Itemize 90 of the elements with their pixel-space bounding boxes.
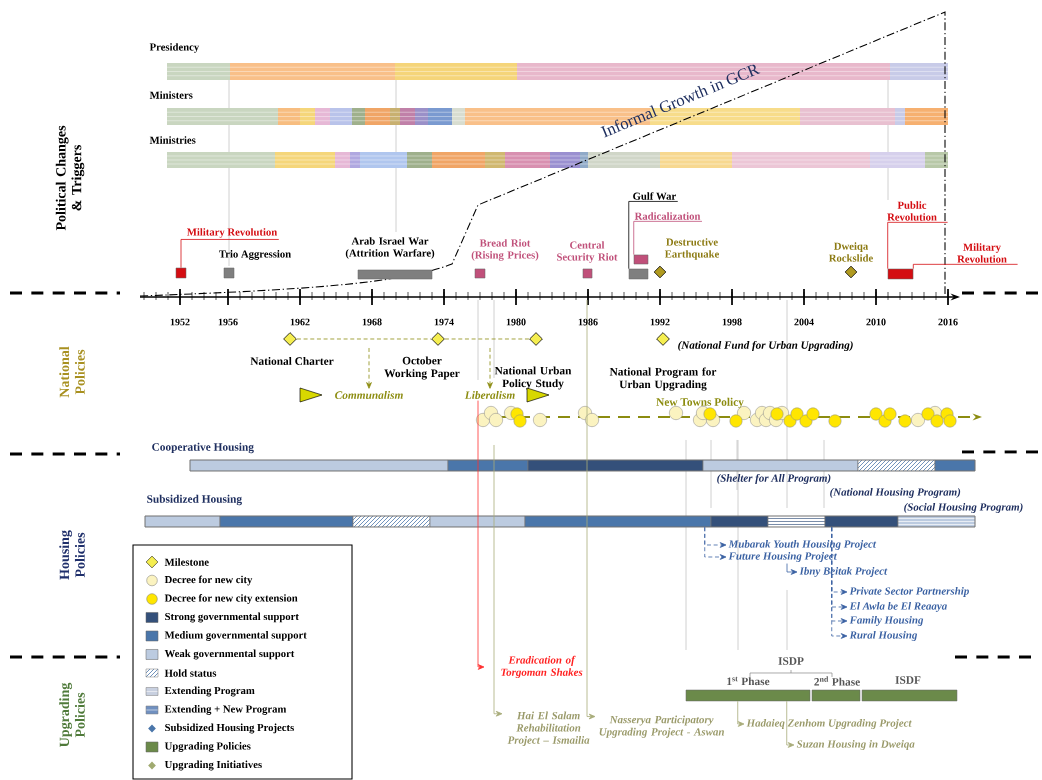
legend-text: Decree for new city extension (164, 594, 298, 604)
event-label: Dweiqa Rockslide (828, 242, 873, 262)
arrow (704, 526, 727, 560)
section-title: Housing Policies (59, 530, 85, 580)
event-marker (633, 254, 649, 265)
arrow (737, 700, 745, 727)
row-label: Ministries (149, 136, 196, 144)
legend-text: Hold status (164, 669, 217, 677)
project-label: El Awla be El Reaaya (849, 602, 947, 612)
project-label: Future Housing Project (728, 552, 837, 562)
legend-text: Decree for new city (164, 575, 253, 586)
program-label: (Social Housing Program) (904, 503, 1023, 513)
project-label: Private Sector Partnership (849, 587, 969, 597)
year-label: 2016 (938, 318, 958, 326)
milestone-label: October Working Paper (384, 356, 460, 380)
initiative-label: Suzan Housing in Dweiqa (796, 740, 915, 750)
bar-title: Cooperative Housing (152, 442, 254, 454)
phase-label: 2$^{nd}$ Phase (814, 676, 860, 686)
legend-text: Upgrading Policies (164, 742, 251, 752)
policy-label: Liberalism (464, 391, 515, 399)
section-title: Upgrading Policies (59, 682, 85, 747)
milestone-label: National Urban Policy Study (494, 366, 572, 390)
phase-label: 1$^{st}$ Phase (727, 676, 770, 686)
year-label: 1986 (578, 318, 598, 326)
section-title: National Policies (59, 346, 85, 398)
event-label: Military Revolution (187, 228, 278, 238)
row-label: Presidency (149, 43, 200, 53)
leader-line (633, 220, 703, 256)
milestone-note: (National Fund for Urban Upgrading) (678, 340, 853, 352)
event-label: Destructive Earthquake (664, 238, 719, 260)
event-marker (628, 268, 649, 280)
project-label: Rural Housing (849, 631, 918, 641)
event-label: Central Security Riot (557, 241, 618, 263)
arrow (786, 700, 795, 748)
row-label: Ministers (149, 91, 193, 99)
legend-text: Weak governmental support (164, 649, 295, 660)
leader-line (887, 221, 948, 270)
initiative-label: Eradication of Torgoman Shakes (501, 655, 583, 679)
event-label: Public Revolution (887, 201, 937, 221)
arrow (493, 444, 503, 717)
project-label: Family Housing (849, 616, 924, 626)
initiative-label: Hai El Salam Rehabilitation Project – Ismailia (507, 711, 590, 746)
year-label: 1968 (362, 318, 382, 326)
arrow (586, 299, 596, 720)
year-label: 1998 (722, 318, 742, 326)
initiative-label: Hadaieq Zenhom Upgrading Project (746, 719, 912, 729)
year-label: 1980 (506, 318, 526, 326)
leader-line (912, 263, 1018, 270)
leader-line (296, 338, 432, 340)
milestone-label: National Program for Urban Upgrading (609, 367, 717, 391)
policy-label: Communalism (335, 391, 403, 399)
section-title: Political Changes & Triggers (55, 125, 85, 231)
bar-title: Subsidized Housing (147, 494, 242, 506)
legend-text: Extending + New Program (164, 705, 287, 715)
year-label: 1962 (290, 318, 310, 326)
event-label: Gulf War (633, 192, 676, 200)
year-label: 2004 (794, 318, 814, 326)
event-label: Radicalization (634, 212, 701, 220)
legend-text: Upgrading Initiatives (164, 760, 262, 771)
program-label: (National Housing Program) (830, 488, 961, 498)
leader-line (180, 239, 280, 269)
year-label: 2010 (866, 318, 886, 326)
event-marker (887, 268, 914, 280)
legend-text: Medium governmental support (164, 631, 307, 641)
arrow (487, 347, 493, 389)
legend-text: Milestone (164, 558, 209, 566)
event-label: Trio Aggression (219, 250, 291, 260)
project-label: Mubarak Youth Housing Project (728, 540, 877, 550)
arrow (366, 347, 372, 389)
legend-text: Subsidized Housing Projects (165, 723, 294, 734)
year-label: 1974 (434, 318, 454, 326)
legend-text: Extending Program (164, 686, 255, 697)
arrow (786, 563, 798, 575)
program-label: (Shelter for All Program) (717, 474, 831, 484)
phase-label: ISDF (895, 676, 921, 684)
year-label: 1956 (218, 318, 238, 326)
event-marker (175, 267, 187, 279)
phase-label: ISDP (778, 657, 804, 665)
arrow (477, 400, 485, 670)
initiative-label: Nasserya Participatory Upgrading Project - Aswan (599, 715, 724, 738)
legend-text: Strong governmental support (165, 612, 299, 623)
year-label: 1952 (170, 318, 190, 326)
policy-label: New Towns Policy (656, 397, 744, 409)
leader-line (444, 338, 530, 340)
event-label: Bread Riot (Rising Prices) (471, 239, 539, 261)
event-label: Arab Israel War (Attrition Warfare) (345, 237, 435, 259)
event-label: Military Revolution (957, 243, 1007, 263)
project-label: Ibny Beitak Project (799, 567, 888, 577)
leader-line (628, 201, 679, 270)
milestone-label: National Charter (250, 357, 334, 365)
